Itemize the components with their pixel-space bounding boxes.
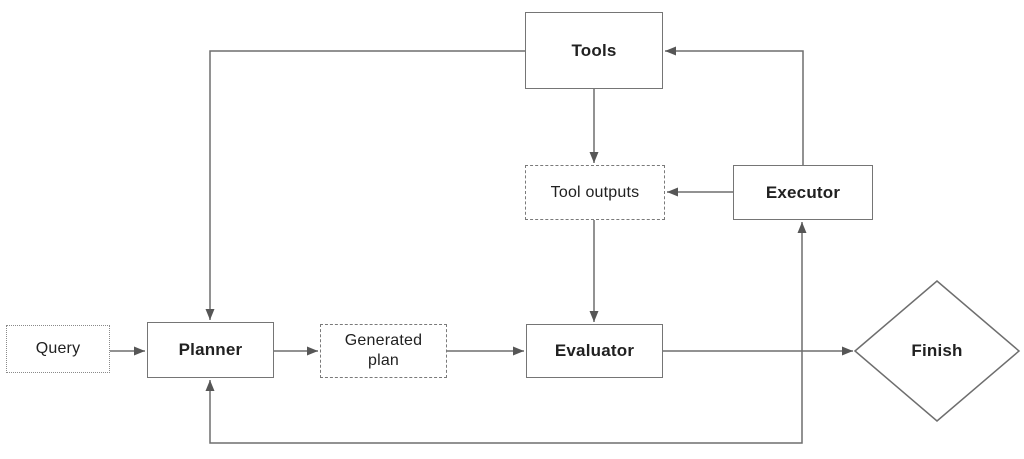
node-tools: Tools (525, 12, 663, 89)
node-evaluator: Evaluator (526, 324, 663, 378)
edge-executor-to-tools (665, 46, 804, 165)
node-tool-outputs: Tool outputs (525, 165, 665, 220)
node-executor-label: Executor (765, 182, 841, 202)
edge-feedback-to-planner (205, 351, 803, 444)
node-executor: Executor (733, 165, 873, 220)
node-query: Query (6, 325, 110, 373)
node-generated-plan-label: Generated plan (344, 332, 423, 369)
node-evaluator-label: Evaluator (554, 341, 635, 361)
node-planner-label: Planner (178, 340, 243, 360)
node-query-label: Query (35, 340, 81, 357)
finish-diamond (853, 280, 1021, 422)
node-tools-label: Tools (571, 40, 617, 60)
edge-tools-to-planner (205, 50, 525, 320)
node-planner: Planner (147, 322, 274, 378)
node-tool-outputs-label: Tool outputs (550, 183, 640, 201)
node-finish-label: Finish (911, 341, 963, 360)
node-generated-plan: Generated plan (320, 324, 447, 378)
node-finish: Finish (877, 338, 997, 364)
